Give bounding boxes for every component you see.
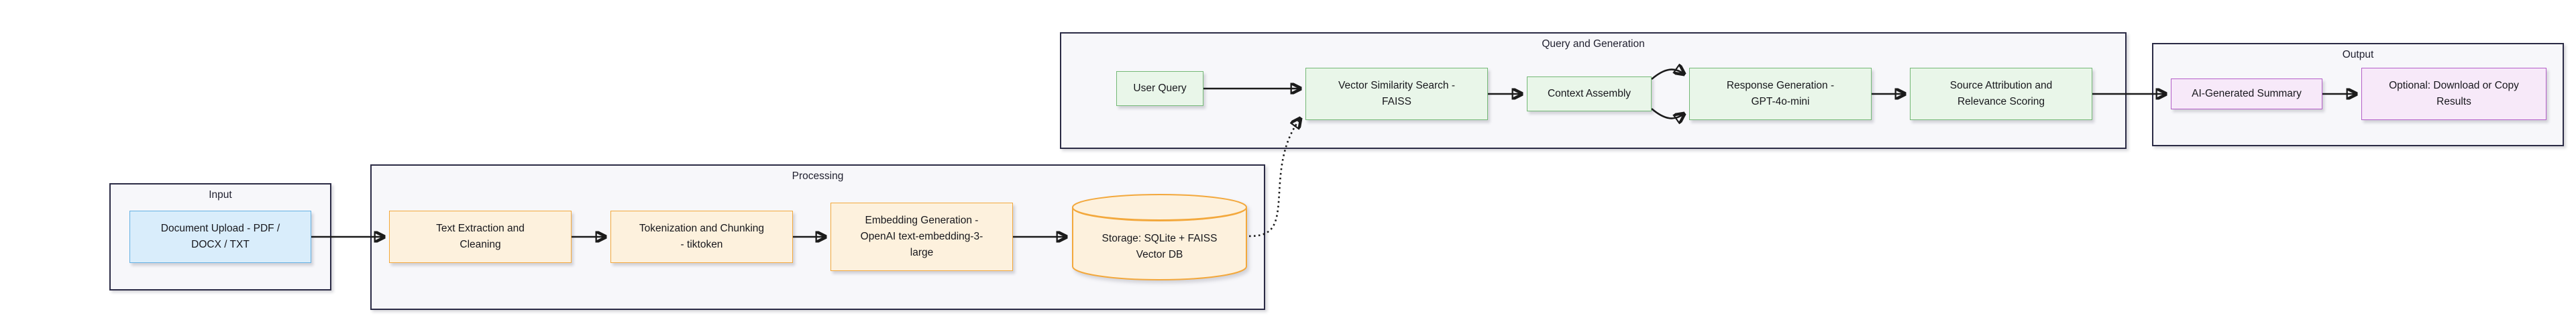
node-response-generation: Response Generation - GPT-4o-mini: [1689, 68, 1872, 120]
node-storage-cylinder: Storage: SQLite + FAISS Vector DB: [1071, 193, 1248, 280]
database-cylinder-icon: [1072, 194, 1247, 280]
node-vector-similarity-search: Vector Similarity Search - FAISS: [1305, 68, 1488, 120]
node-text-extraction: Text Extraction and Cleaning: [389, 211, 572, 263]
node-user-query: User Query: [1116, 71, 1203, 106]
node-tokenization: Tokenization and Chunking - tiktoken: [610, 211, 793, 263]
group-output-title: Output: [2342, 49, 2374, 60]
group-query-title: Query and Generation: [1542, 38, 1645, 50]
node-ai-generated-summary: AI-Generated Summary: [2171, 78, 2322, 109]
group-processing-title: Processing: [792, 170, 844, 182]
node-document-upload: Document Upload - PDF / DOCX / TXT: [129, 211, 311, 263]
node-context-assembly: Context Assembly: [1527, 76, 1652, 111]
node-embedding-generation: Embedding Generation - OpenAI text-embed…: [830, 203, 1013, 271]
node-source-attribution: Source Attribution and Relevance Scoring: [1910, 68, 2092, 120]
node-optional-download: Optional: Download or Copy Results: [2361, 68, 2546, 120]
node-storage-label: Storage: SQLite + FAISS Vector DB: [1102, 233, 1218, 260]
group-input-title: Input: [209, 189, 232, 201]
